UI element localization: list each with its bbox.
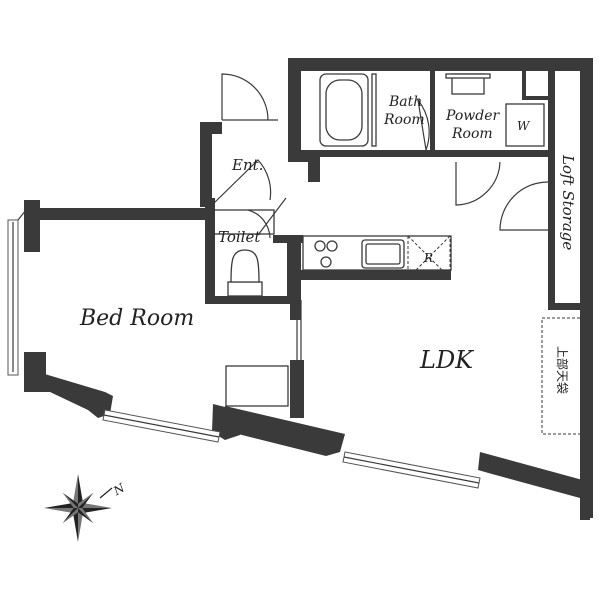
ldk-label: LDK	[419, 346, 475, 374]
loft-storage-label: Loft Storage	[559, 154, 577, 250]
bath-label-line2: Room	[383, 112, 425, 128]
bath-label-line1: Bath	[388, 94, 422, 110]
doors	[211, 73, 549, 239]
compass-star-icon	[44, 474, 113, 542]
fridge-label: R	[423, 251, 433, 265]
compass-north-label: N	[110, 480, 127, 498]
fixtures	[213, 73, 587, 435]
upper-storage-label: 上部天袋	[555, 346, 570, 394]
washer-label: W	[517, 119, 531, 133]
powder-label-line2: Room	[451, 126, 493, 142]
compass-rose: N	[44, 474, 128, 542]
bedroom-label: Bed Room	[79, 306, 194, 331]
entrance-label: Ent.	[231, 156, 263, 174]
powder-label-line1: Powder	[445, 108, 501, 124]
toilet-label: Toilet	[218, 228, 261, 246]
room-labels: Bath Room Powder Room W Ent. Toilet Bed …	[79, 94, 577, 394]
walls	[24, 58, 593, 520]
windows	[7, 204, 481, 489]
